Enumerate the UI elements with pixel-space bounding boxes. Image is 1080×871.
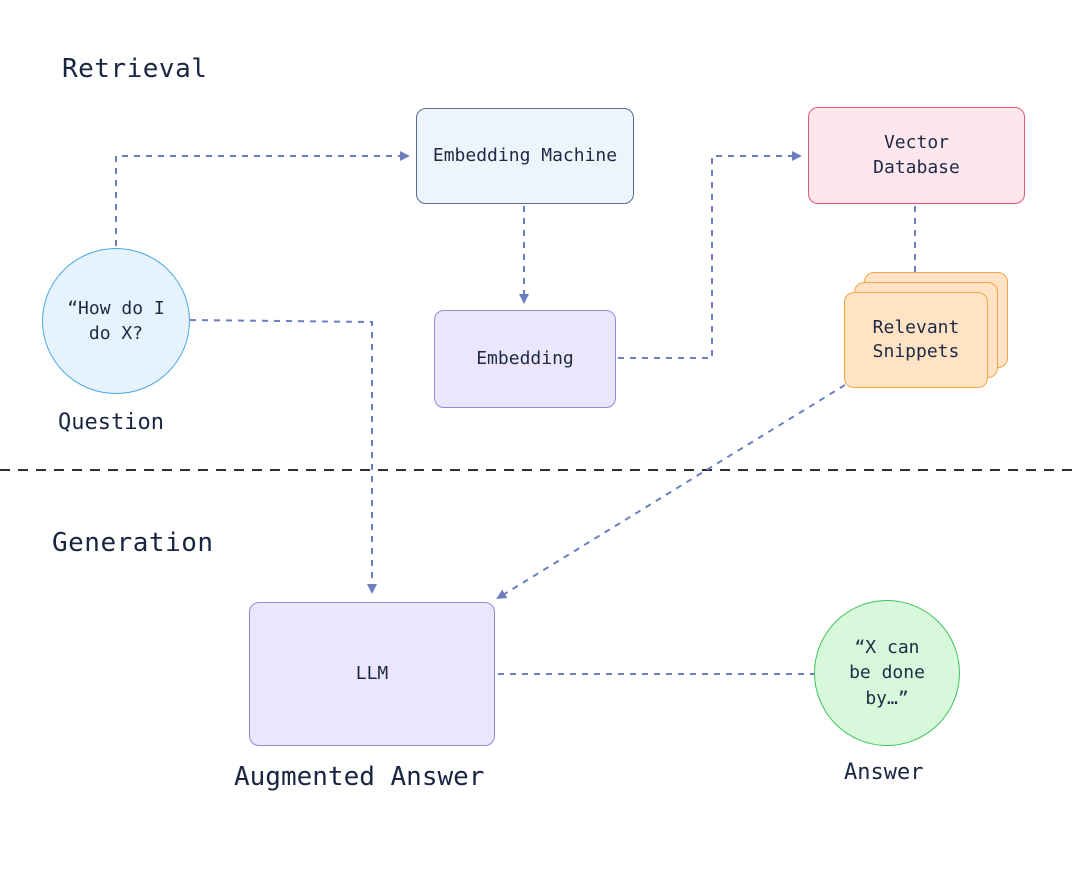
answer-bubble: “X can be done by…”: [814, 600, 960, 746]
arrow-question-to-llm: [189, 319, 377, 594]
arrow-embedding-to-vector-database: [618, 151, 802, 359]
vector-database-box: Vector Database: [808, 107, 1025, 204]
embedding-machine-box: Embedding Machine: [416, 108, 634, 204]
question-caption: Question: [58, 410, 164, 435]
question-bubble: “How do I do X?: [42, 248, 190, 394]
arrow-question-to-embedding-machine: [115, 151, 410, 246]
llm-box: LLM: [249, 602, 495, 746]
llm-caption: Augmented Answer: [234, 762, 485, 792]
answer-caption: Answer: [844, 760, 924, 785]
section-title-retrieval: Retrieval: [62, 54, 208, 84]
section-title-generation: Generation: [52, 528, 214, 558]
relevant-snippets-box: Relevant Snippets: [844, 292, 988, 388]
embedding-box: Embedding: [434, 310, 616, 408]
arrow-snippets-to-llm: [496, 384, 846, 600]
